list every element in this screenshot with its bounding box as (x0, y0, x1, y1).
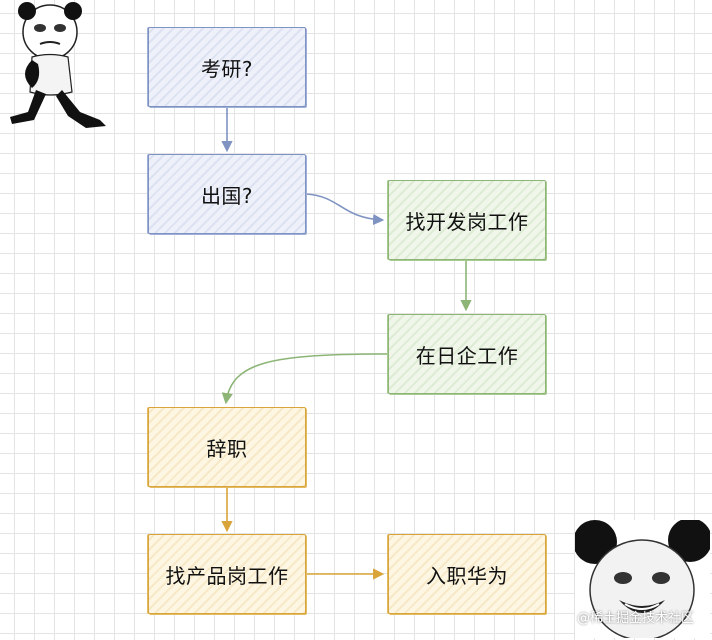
node-cizhi-label: 辞职 (206, 436, 248, 461)
node-chuguo-label: 出国? (200, 183, 254, 208)
node-kaifa[interactable]: 找开发岗工作 (388, 180, 546, 260)
node-chanpin[interactable]: 找产品岗工作 (148, 534, 306, 614)
panda-leg-left (10, 90, 46, 124)
arrow-chuguo-to-kaifa (305, 193, 385, 226)
node-cizhi[interactable]: 辞职 (148, 407, 306, 487)
panda-head (18, 2, 82, 60)
node-kaifa-label: 找开发岗工作 (405, 209, 529, 234)
node-chuguo[interactable]: 出国? (148, 154, 306, 234)
panda-leg-right (56, 90, 106, 128)
node-riqi-label: 在日企工作 (415, 343, 519, 368)
node-kaoyan-label: 考研? (200, 56, 254, 81)
watermark-text: @稀土掘金技术社区 (576, 611, 694, 626)
node-riqi[interactable]: 在日企工作 (388, 314, 546, 394)
node-chanpin-label: 找产品岗工作 (165, 563, 289, 588)
smiling-panda-meme (575, 520, 710, 638)
walking-panda-meme (10, 2, 106, 128)
node-kaoyan[interactable]: 考研? (148, 27, 306, 107)
arrow-riqi-to-cizhi (221, 353, 389, 405)
panda-arm (25, 60, 40, 88)
node-huawei[interactable]: 入职华为 (388, 534, 546, 614)
node-huawei-label: 入职华为 (426, 563, 508, 588)
